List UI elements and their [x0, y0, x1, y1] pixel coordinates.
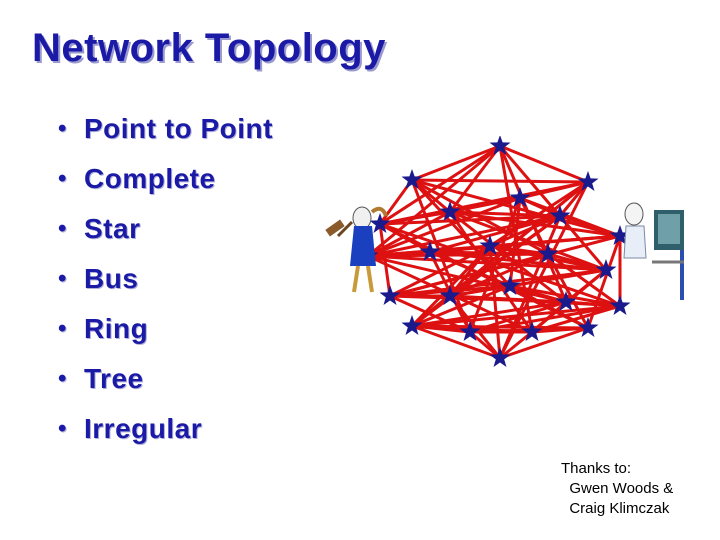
list-item: •Star: [58, 204, 273, 254]
list-item: •Irregular: [58, 404, 273, 454]
link-line: [498, 215, 562, 359]
link-line: [449, 210, 567, 304]
link-line: [429, 214, 561, 254]
link-line: [449, 196, 521, 214]
link-line: [367, 214, 561, 258]
link-line: [379, 144, 501, 226]
link-line: [389, 252, 549, 298]
credits-line: Thanks to:: [561, 460, 632, 477]
slide-title: Network Topology: [32, 26, 386, 70]
topology-list: •Point to Point •Complete •Star •Bus •Ri…: [58, 104, 273, 454]
network-mesh-icon: [325, 136, 684, 367]
link-line: [367, 210, 451, 258]
link-line: [509, 268, 607, 288]
link-line: [488, 245, 502, 359]
link-line: [449, 284, 511, 298]
link-line: [411, 294, 451, 328]
list-item-label: Bus: [84, 263, 139, 294]
list-item-label: Tree: [84, 363, 144, 394]
link-line: [489, 214, 561, 248]
link-line: [499, 144, 589, 184]
node-star-icon: [609, 295, 631, 315]
list-item: •Complete: [58, 154, 273, 204]
link-line: [531, 326, 589, 334]
list-item-label: Irregular: [84, 413, 203, 444]
link-line: [499, 330, 533, 360]
link-line: [411, 178, 589, 184]
link-line: [547, 252, 607, 272]
list-item: •Tree: [58, 354, 273, 404]
person-at-computer-icon: [623, 202, 684, 300]
link-line: [411, 284, 511, 328]
person-with-hammer-icon: [325, 206, 388, 293]
node-star-icon: [577, 317, 599, 337]
credits-line: Craig Klimczak: [561, 500, 670, 517]
list-item-label: Point to Point: [84, 113, 273, 144]
link-line: [411, 324, 501, 360]
list-item: •Point to Point: [58, 104, 273, 154]
link-line: [499, 326, 589, 360]
credits-line: Gwen Woods &: [561, 480, 674, 497]
link-line: [489, 234, 621, 248]
link-line: [565, 300, 621, 308]
credits: Thanks to: Gwen Woods & Craig Klimczak: [561, 459, 673, 519]
link-line: [546, 253, 590, 329]
link-line: [411, 144, 501, 182]
link-line: [448, 145, 502, 213]
link-line: [547, 252, 621, 308]
link-line: [498, 145, 608, 271]
list-item-label: Ring: [84, 313, 149, 344]
link-line: [411, 300, 567, 328]
link-line: [519, 180, 589, 200]
link-line: [389, 244, 491, 298]
list-item-label: Complete: [84, 163, 216, 194]
link-line: [508, 197, 522, 287]
link-line: [367, 144, 501, 258]
link-line: [367, 254, 567, 304]
link-line: [411, 304, 621, 328]
list-item-label: Star: [84, 213, 141, 244]
link-line: [367, 196, 521, 258]
list-item: •Ring: [58, 304, 273, 354]
list-item: •Bus: [58, 254, 273, 304]
link-line: [449, 210, 561, 218]
